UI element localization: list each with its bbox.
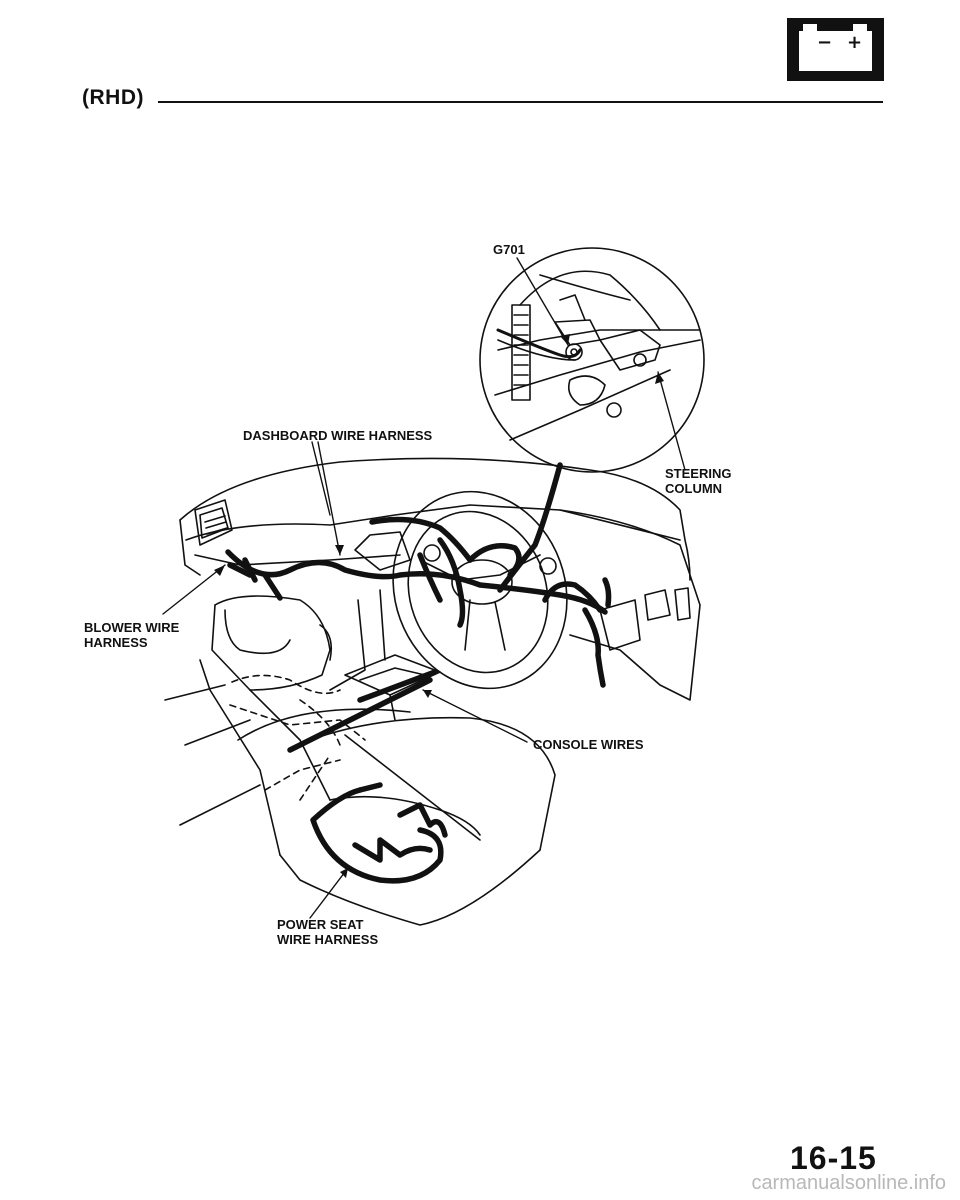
section-heading: (RHD): [82, 86, 144, 109]
battery-icon: − +: [787, 18, 884, 81]
center-console: [329, 589, 441, 721]
heading-rule: [158, 101, 883, 103]
leader-lines: [162, 257, 686, 919]
leader-arrowheads: [214, 334, 664, 878]
page-number: 16-15: [790, 1140, 877, 1176]
dashboard-wire-harness-label: DASHBOARD WIRE HARNESS: [243, 428, 433, 443]
battery-minus-icon: −: [817, 32, 832, 53]
power-seat-harness-label: POWER SEAT WIRE HARNESS: [277, 917, 378, 947]
site-watermark: carmanualsonline.info: [751, 1172, 946, 1194]
g701-label: G701: [493, 242, 525, 257]
console-wires-label: CONSOLE WIRES: [533, 737, 644, 752]
driver-seat: [164, 595, 556, 926]
steering-column-label-line1: STEERING: [665, 466, 732, 481]
steering-column-label: STEERING COLUMN: [665, 466, 731, 496]
blower-label-line1: BLOWER WIRE: [84, 620, 180, 635]
blower-label-line2: HARNESS: [84, 635, 148, 650]
blower-wire-harness-label: BLOWER WIRE HARNESS: [84, 620, 179, 650]
power-seat-label-line1: POWER SEAT: [277, 917, 364, 932]
steering-column-label-line2: COLUMN: [665, 481, 723, 496]
detail-circle-g701: [479, 247, 705, 473]
wire-harnesses: [225, 462, 612, 884]
battery-plus-icon: +: [847, 32, 862, 53]
dashboard: [179, 457, 701, 701]
power-seat-label-line2: WIRE HARNESS: [277, 932, 379, 947]
steering-wheel: [392, 490, 568, 690]
